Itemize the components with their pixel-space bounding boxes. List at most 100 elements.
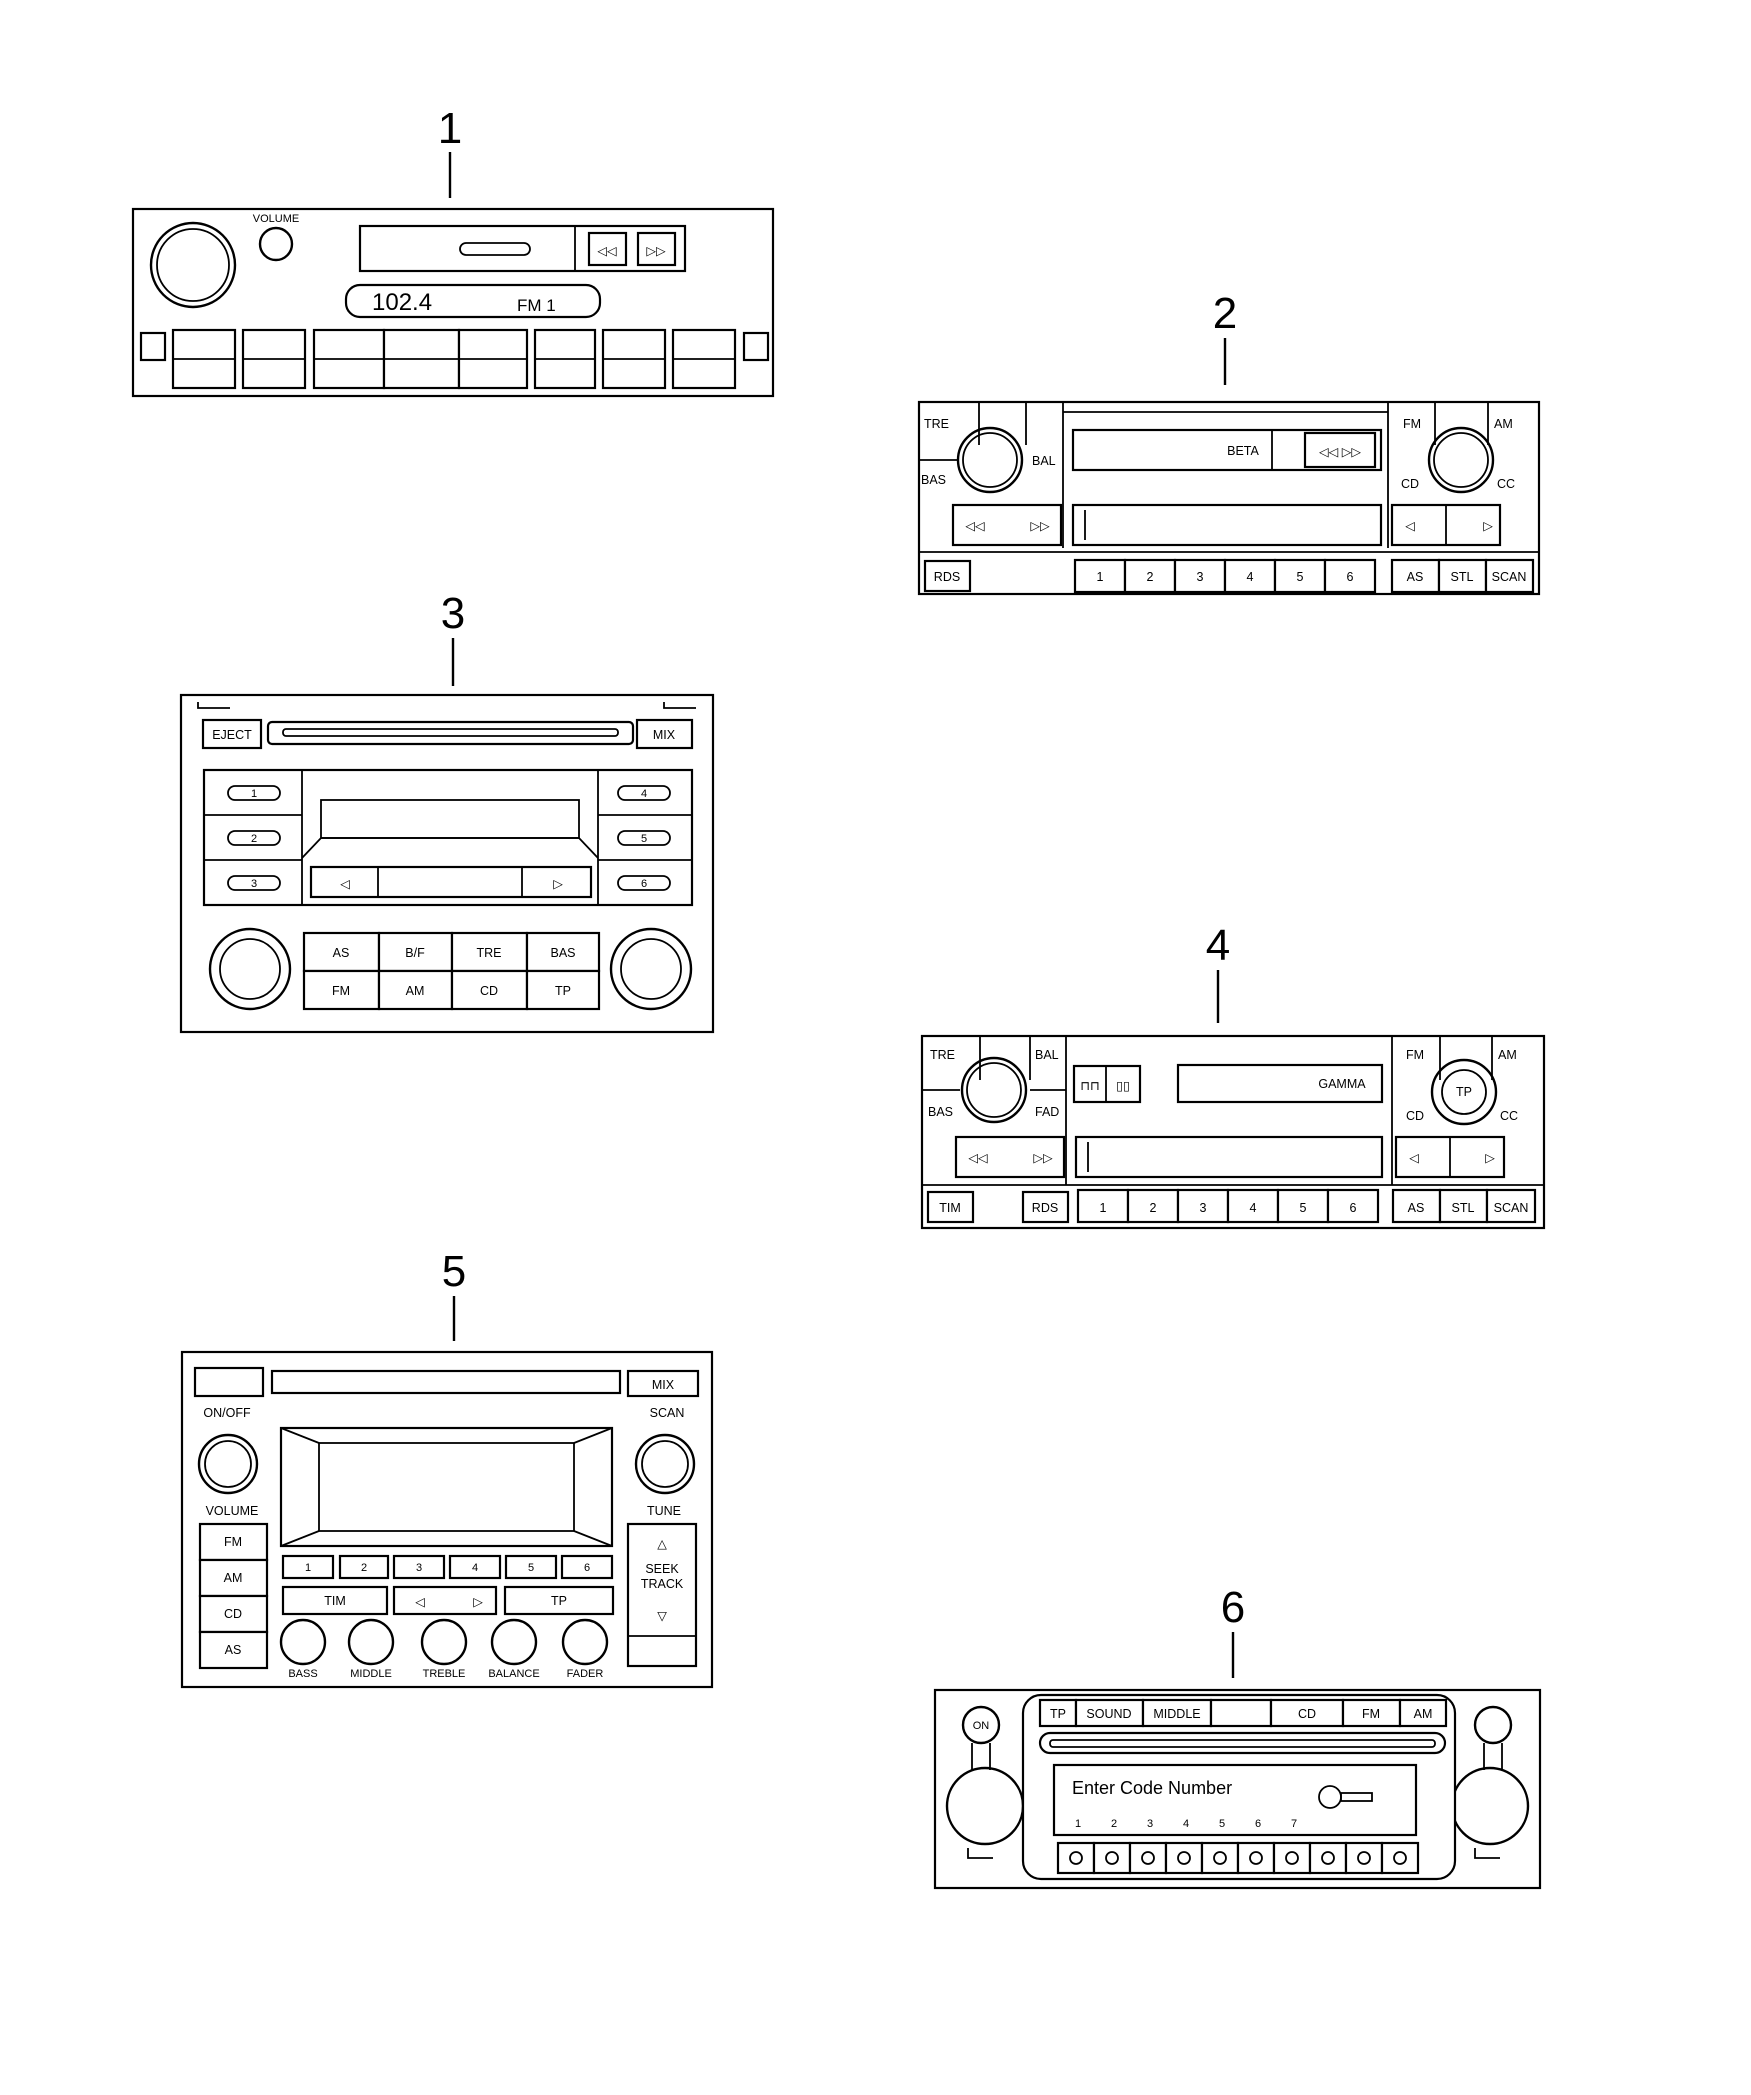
radio-3: 3 EJECT MIX ◁ ▷ 1 2 3 4 5 6 (179, 589, 715, 1034)
up-arrow-icon: △ (657, 1537, 667, 1551)
svg-text:1: 1 (1100, 1201, 1107, 1215)
radio-5-scan-label: SCAN (650, 1406, 685, 1420)
fast-forward-icon: ▷▷ (1030, 519, 1050, 533)
svg-text:EJECT: EJECT (212, 728, 252, 742)
radio-6-cd-slot (1038, 1731, 1447, 1755)
radio-4-presets: 1 2 3 4 5 6 (1076, 1188, 1380, 1224)
svg-text:BAL: BAL (1035, 1048, 1059, 1062)
right-arrow-icon: ▷ (1485, 1151, 1495, 1165)
svg-text:AS: AS (1407, 570, 1424, 584)
svg-text:6: 6 (584, 1562, 590, 1574)
radio-1-volume-label: VOLUME (253, 213, 299, 225)
svg-text:2: 2 (361, 1562, 367, 1574)
radio-3-right-knob (609, 927, 693, 1011)
radio-3-function-buttons: AS B/F TRE BAS FM AM CD TP (302, 931, 601, 1011)
radio-2-label-fm: FM (1403, 417, 1421, 431)
callout-3: 3 (441, 589, 465, 638)
svg-text:TIM: TIM (939, 1201, 961, 1215)
svg-text:5: 5 (1300, 1201, 1307, 1215)
svg-text:FADER: FADER (567, 1668, 604, 1680)
radio-4-cassette-slot (1074, 1135, 1384, 1179)
radio-2-left-knob (956, 426, 1024, 494)
svg-text:TIM: TIM (324, 1594, 346, 1608)
svg-text:FM: FM (1406, 1048, 1424, 1062)
svg-text:AS: AS (1408, 1201, 1425, 1215)
svg-text:1: 1 (1097, 570, 1104, 584)
radio-5-mix-button (626, 1369, 700, 1398)
radio-1-cassette-slot (358, 224, 687, 273)
callout-5: 5 (442, 1247, 466, 1296)
svg-text:MIDDLE: MIDDLE (350, 1668, 392, 1680)
radio-2-label-tre: TRE (924, 417, 949, 431)
radio-4-display (1176, 1063, 1384, 1104)
radio-4-tim-button (926, 1190, 975, 1224)
radio-1-display (344, 283, 602, 319)
radio-2-label-bal: BAL (1032, 454, 1056, 468)
svg-text:5: 5 (528, 1562, 534, 1574)
radio-5-tune-arrows (392, 1585, 498, 1616)
radio-1-frequency: 102.4 (372, 289, 432, 316)
svg-text:1: 1 (305, 1562, 311, 1574)
radio-4-right-knob (1430, 1058, 1498, 1126)
radio-5-band-buttons: FM AM CD AS (198, 1522, 269, 1670)
svg-text:SCAN: SCAN (1494, 1201, 1529, 1215)
svg-text:CD: CD (224, 1607, 242, 1621)
radio-1-right-small-button (742, 331, 770, 362)
svg-text:STL: STL (1452, 1201, 1475, 1215)
svg-text:6: 6 (1255, 1818, 1261, 1830)
svg-text:2: 2 (1111, 1818, 1117, 1830)
radio-5-onoff-label: ON/OFF (203, 1406, 251, 1420)
radio-2-label-am: AM (1494, 417, 1513, 431)
rewind-icon: ◁◁ (965, 519, 985, 533)
radio-2-rds-button (923, 559, 972, 593)
svg-text:4: 4 (641, 788, 647, 800)
svg-text:CC: CC (1500, 1109, 1518, 1123)
svg-text:RDS: RDS (934, 570, 960, 584)
radio-3-eject-button (201, 718, 263, 750)
radio-2-tape-buttons (1303, 431, 1377, 469)
svg-text:CD: CD (1298, 1707, 1316, 1721)
svg-text:TP: TP (555, 984, 571, 998)
svg-text:TRE: TRE (930, 1048, 955, 1062)
callout-4: 4 (1206, 921, 1230, 970)
svg-text:AS: AS (225, 1643, 242, 1657)
radio-4-seek-buttons (954, 1135, 1066, 1179)
svg-text:TP: TP (551, 1594, 567, 1608)
radio-6-code-prompt: Enter Code Number (1072, 1778, 1232, 1798)
radio-3-tune-bar (309, 865, 593, 899)
radio-1-preset-buttons (171, 328, 737, 390)
radio-1-knob-inner (156, 228, 230, 302)
svg-text:SCAN: SCAN (1492, 570, 1527, 584)
left-arrow-icon: ◁ (415, 1595, 425, 1609)
radio-6-top-buttons: TP SOUND MIDDLE CD FM AM (1038, 1698, 1448, 1728)
radio-6-code-buttons (1056, 1841, 1420, 1875)
svg-text:3: 3 (1147, 1818, 1153, 1830)
left-arrow-icon: ◁ (1409, 1151, 1419, 1165)
svg-text:BASS: BASS (288, 1668, 317, 1680)
svg-text:TRE: TRE (477, 946, 502, 960)
cassette-icon: ▯▯ (1116, 1079, 1130, 1093)
radio-4-right-buttons: AS STL SCAN (1391, 1188, 1537, 1224)
svg-text:AM: AM (1498, 1048, 1517, 1062)
radio-2-right-buttons: AS STL SCAN (1390, 558, 1535, 594)
svg-text:MIX: MIX (652, 1378, 675, 1392)
svg-text:6: 6 (641, 878, 647, 890)
svg-text:3: 3 (416, 1562, 422, 1574)
svg-text:VOLUME: VOLUME (206, 1504, 259, 1518)
svg-text:TUNE: TUNE (647, 1504, 681, 1518)
svg-text:ON: ON (973, 1720, 990, 1732)
radio-2-label-cc: CC (1497, 477, 1515, 491)
svg-text:B/F: B/F (405, 946, 425, 960)
svg-text:1: 1 (1075, 1818, 1081, 1830)
radio-3-cd-slot (266, 720, 635, 746)
svg-text:SEEK: SEEK (645, 1562, 679, 1576)
svg-text:5: 5 (1297, 570, 1304, 584)
radio-4-left-knob (960, 1056, 1028, 1124)
radio-4-rds-button (1021, 1190, 1070, 1224)
svg-text:6: 6 (1347, 570, 1354, 584)
svg-text:4: 4 (1183, 1818, 1189, 1830)
callout-6: 6 (1221, 1583, 1245, 1632)
svg-text:6: 6 (1350, 1201, 1357, 1215)
radio-1-rewind-button (587, 231, 628, 267)
